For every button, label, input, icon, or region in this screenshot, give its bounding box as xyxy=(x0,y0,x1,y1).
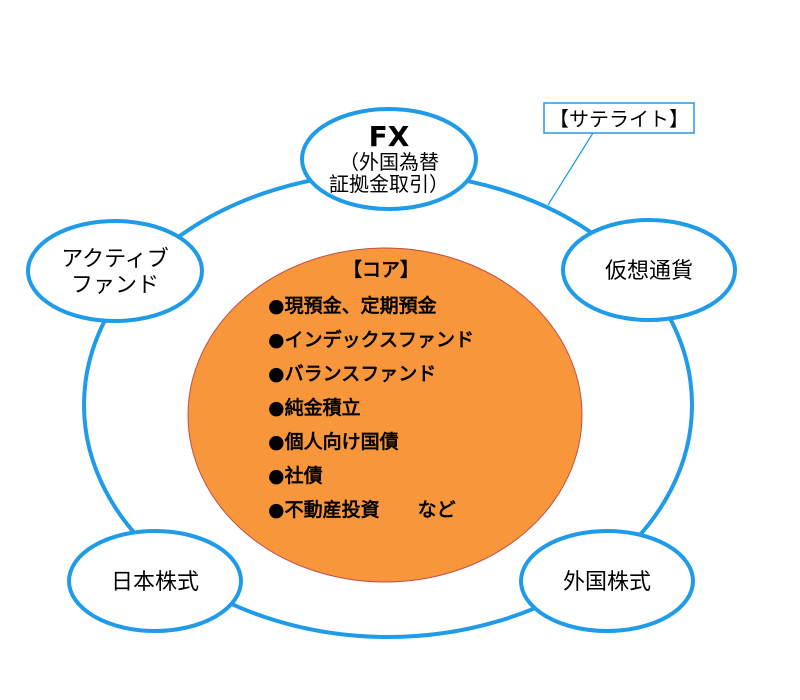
satellite-label: 【サテライト】 xyxy=(549,107,689,131)
core-item: ●純金積立 xyxy=(268,396,361,419)
node-fx: FX （外国為替 証拠金取引） xyxy=(300,107,478,211)
node-foreign-stocks: 外国株式 xyxy=(519,529,695,633)
node-fx-subtitle-line1: （外国為替 xyxy=(339,150,439,174)
core-item: ●個人向け国債 xyxy=(268,430,399,453)
node-crypto: 仮想通貨 xyxy=(561,218,737,322)
node-foreign-stocks-ellipse xyxy=(519,529,695,633)
node-active-fund-line2: ファンド xyxy=(71,273,159,298)
satellite-callout: 【サテライト】 xyxy=(543,102,695,134)
node-crypto-label: 仮想通貨 xyxy=(605,259,693,284)
node-fx-title: FX xyxy=(369,120,410,153)
node-active-fund-ellipse xyxy=(26,219,204,323)
satellite-callout-box xyxy=(543,102,695,134)
node-active-fund: アクティブ ファンド xyxy=(26,219,204,323)
core-ellipse xyxy=(187,247,583,583)
core-title: 【コア】 xyxy=(343,258,419,281)
satellite-callout-line xyxy=(547,132,594,206)
node-active-fund-line1: アクティブ xyxy=(61,247,169,272)
node-japan-stocks-label: 日本株式 xyxy=(111,570,199,595)
core-item: ●バランスファンド xyxy=(268,363,436,385)
node-crypto-ellipse xyxy=(561,218,737,322)
node-fx-ellipse xyxy=(300,107,478,211)
core-item: ●社債 xyxy=(268,464,323,487)
node-japan-stocks-ellipse xyxy=(67,529,243,633)
core-item: ●インデックスファンド xyxy=(268,328,474,351)
core-item: ●現預金、定期預金 xyxy=(268,294,438,317)
core-item: ●不動産投資 など xyxy=(268,498,456,521)
core-group: 【コア】 ●現預金、定期預金 ●インデックスファンド ●バランスファンド ●純金… xyxy=(187,247,583,583)
node-foreign-stocks-label: 外国株式 xyxy=(563,570,651,595)
node-fx-subtitle-line2: 証拠金取引） xyxy=(329,172,449,196)
node-japan-stocks: 日本株式 xyxy=(67,529,243,633)
